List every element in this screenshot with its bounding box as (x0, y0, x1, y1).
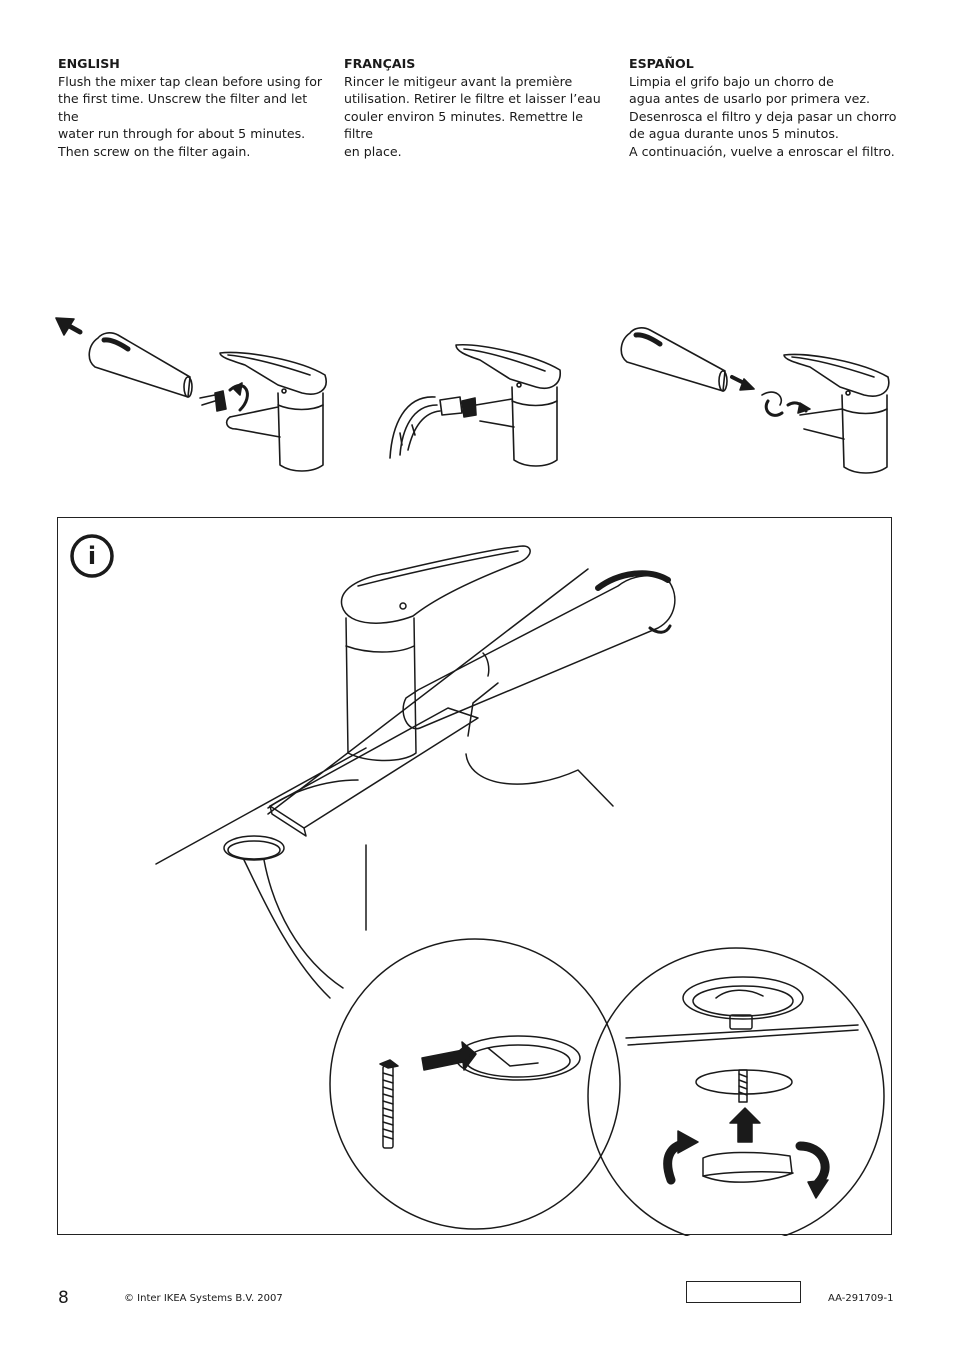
document-code: AA-291709-1 (828, 1293, 894, 1304)
french-heading: FRANÇAIS (344, 56, 416, 71)
spanish-line: Desenrosca el filtro y deja pasar un cho… (629, 108, 897, 124)
step1-unscrew-filter (55, 317, 327, 472)
nut-detail-circle (587, 947, 885, 1236)
info-icon-glyph: i (88, 542, 96, 570)
spanish-instructions: ESPAÑOL Limpia el grifo bajo un chorro d… (629, 55, 897, 161)
blank-label-box (686, 1281, 801, 1303)
english-instructions: ENGLISH Flush the mixer tap clean before… (58, 55, 326, 161)
english-line: water run through for about 5 minutes. (58, 126, 306, 142)
english-line: Then screw on the filter again. (58, 143, 251, 159)
spanish-line: de agua durante unos 5 minutos. (629, 126, 839, 142)
french-instructions: FRANÇAIS Rincer le mitigeur avant la pre… (344, 55, 612, 161)
spanish-line: agua antes de usarlo por primera vez. (629, 91, 871, 107)
english-heading: ENGLISH (58, 56, 120, 71)
spanish-text: Limpia el grifo bajo un chorro de agua a… (629, 73, 897, 161)
french-line: utilisation. Retirer le filtre et laisse… (344, 91, 601, 107)
english-line: the first time. Unscrew the filter and l… (58, 91, 308, 124)
step2-water-running (389, 343, 561, 467)
french-line: couler environ 5 minutes. Remettre le fi… (344, 108, 584, 142)
filter-steps-illustration (55, 317, 890, 474)
spanish-line: A continuación, vuelve a enroscar el fil… (629, 143, 895, 159)
bolt-detail (379, 1035, 581, 1149)
french-line: en place. (344, 143, 402, 159)
english-text: Flush the mixer tap clean before using f… (58, 73, 326, 161)
page-number: 8 (58, 1288, 69, 1308)
bolt-detail-circle (329, 938, 621, 1230)
copyright-text: © Inter IKEA Systems B.V. 2007 (124, 1293, 283, 1304)
step3-screw-filter-back (620, 327, 890, 474)
spanish-heading: ESPAÑOL (629, 56, 694, 71)
info-panel: i (57, 517, 892, 1236)
french-line: Rincer le mitigeur avant la première (344, 73, 573, 89)
info-panel-illustration: i (70, 534, 885, 1236)
nut-detail (625, 976, 859, 1199)
french-text: Rincer le mitigeur avant la première uti… (344, 73, 612, 161)
spanish-line: Limpia el grifo bajo un chorro de (629, 73, 834, 89)
english-line: Flush the mixer tap clean before using f… (58, 73, 323, 89)
info-icon (70, 534, 114, 578)
